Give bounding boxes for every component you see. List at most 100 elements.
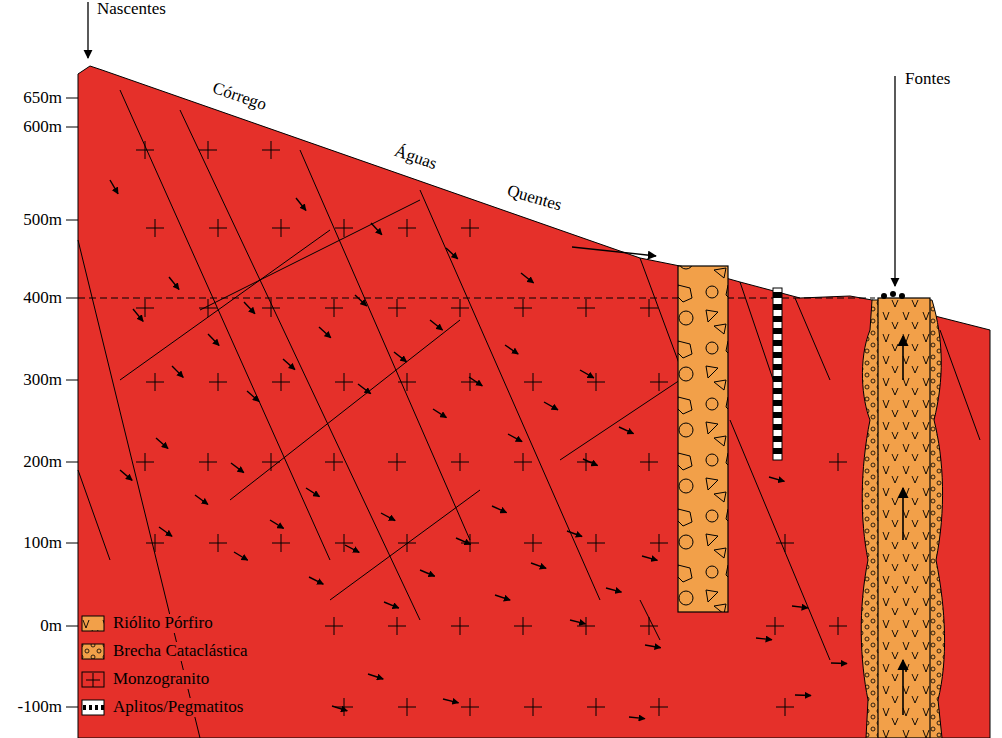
flow-arrow: [358, 384, 371, 394]
granite-cross: [461, 698, 479, 716]
flow-arrow: [645, 645, 661, 648]
spring-dots: [881, 291, 905, 299]
granite-cross: [398, 373, 416, 391]
granite-cross: [514, 299, 532, 317]
flow-arrow: [567, 531, 582, 536]
rhyolite-dike: [878, 298, 930, 738]
flow-arrow: [629, 717, 645, 719]
place-label: Águas: [392, 142, 439, 174]
flow-arrow: [544, 402, 558, 410]
granite-cross: [524, 698, 542, 716]
flow-arrow: [795, 694, 811, 696]
flow-arrow: [371, 223, 382, 235]
aplite-dike: [773, 288, 782, 460]
fracture-line: [78, 470, 110, 560]
fracture-line: [640, 600, 660, 640]
granite-cross: [199, 453, 217, 471]
granite-cross: [272, 534, 290, 552]
granite-cross: [451, 617, 469, 635]
granite-cross: [335, 373, 353, 391]
granite-cross: [335, 698, 353, 716]
axis-ticks: [66, 98, 78, 707]
granite-cross: [335, 219, 353, 237]
granite-cross: [262, 299, 280, 317]
flow-arrow: [234, 552, 248, 560]
flow-arrow: [430, 320, 442, 330]
granite-cross: [272, 219, 290, 237]
granite-cross: [514, 453, 532, 471]
granite-cross: [398, 534, 416, 552]
elevation-label: 200m: [6, 453, 62, 472]
legend-text: Aplitos/Pegmatitos: [110, 698, 246, 717]
monzogranite-body: [78, 66, 990, 738]
elevation-label: 650m: [6, 89, 62, 108]
granite-cross: [461, 534, 479, 552]
granite-cross: [136, 141, 154, 159]
granite-cross: [199, 141, 217, 159]
granite-cross: [577, 617, 595, 635]
granite-cross: [640, 299, 658, 317]
granite-cross: [776, 534, 794, 552]
granite-cross: [514, 617, 532, 635]
place-label: Nascentes: [97, 0, 166, 19]
flow-arrow: [443, 699, 459, 703]
flow-arrow: [384, 602, 399, 608]
elevation-label: 100m: [6, 534, 62, 553]
flow-arrow: [244, 302, 255, 314]
granite-cross: [650, 373, 668, 391]
elevation-label: 0m: [6, 617, 62, 636]
flow-arrow: [769, 477, 784, 481]
fracture-line: [330, 490, 480, 600]
flow-arrow: [570, 620, 586, 624]
flow-arrow: [619, 427, 634, 434]
upflow-arrows: [902, 336, 904, 715]
granite-cross: [146, 534, 164, 552]
fracture-line: [200, 200, 420, 310]
fracture-line: [180, 110, 420, 620]
flow-arrow: [247, 391, 259, 401]
granite-cross: [776, 698, 794, 716]
legend-text: Brecha Cataclástica: [110, 642, 251, 661]
granite-cross: [136, 299, 154, 317]
granite-cross: [650, 534, 668, 552]
place-label: Córrego: [210, 79, 269, 115]
granite-cross: [398, 219, 416, 237]
flow-arrow: [309, 577, 323, 584]
flow-arrow: [306, 488, 319, 497]
flow-arrow: [580, 370, 594, 378]
granite-cross: [829, 617, 847, 635]
granite-cross: [461, 219, 479, 237]
flow-arrow: [296, 198, 306, 211]
breccia-dike: [678, 266, 728, 612]
legend-text: Riólito Pórfiro: [110, 614, 216, 633]
level-line: [78, 298, 875, 299]
flow-arrow: [792, 606, 808, 608]
granite-cross: [577, 299, 595, 317]
granite-cross: [209, 534, 227, 552]
fracture-line: [230, 320, 460, 500]
flow-arrow: [505, 345, 518, 354]
flow-arrow: [231, 463, 244, 473]
flow-arrow: [283, 359, 295, 370]
flow-arrow: [394, 352, 407, 362]
flow-arrow: [420, 570, 435, 576]
flow-arrow: [508, 434, 522, 442]
granite-cross: [209, 219, 227, 237]
place-label: Quentes: [505, 182, 564, 215]
fracture-line: [795, 298, 830, 380]
legend-item: Riólito Pórfiro: [80, 614, 186, 634]
granite-cross: [146, 373, 164, 391]
flow-arrow: [133, 309, 143, 321]
granite-cross: [325, 299, 343, 317]
flow-arrow: [355, 295, 367, 306]
flow-arrow: [208, 334, 219, 346]
flow-arrow: [831, 662, 847, 664]
flow-arrow: [606, 588, 621, 592]
fracture-line: [300, 150, 470, 540]
granite-cross: [325, 453, 343, 471]
granite-cross: [451, 299, 469, 317]
granite-cross: [577, 453, 595, 471]
flow-arrow: [368, 674, 383, 679]
granite-cross: [640, 453, 658, 471]
